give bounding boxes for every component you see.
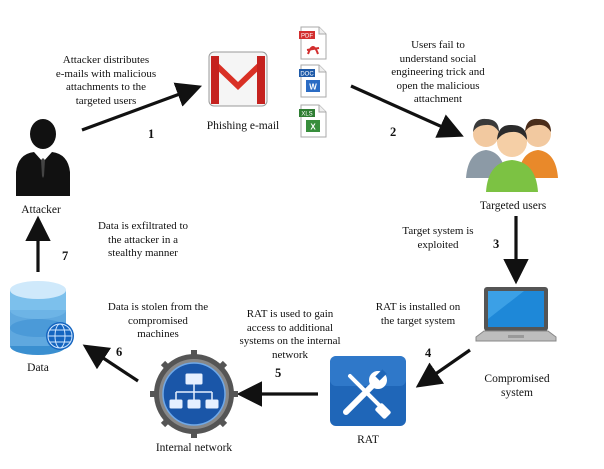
svg-text:W: W xyxy=(309,83,317,92)
step-5-number: 5 xyxy=(275,366,282,380)
svg-text:X: X xyxy=(310,123,316,132)
database-icon xyxy=(10,281,74,355)
step-6-number: 6 xyxy=(116,345,123,359)
email-icon xyxy=(208,51,268,107)
xls-file-icon: XLS X xyxy=(299,104,327,138)
pdf-file-icon: PDF xyxy=(299,26,327,60)
targeted-users-label: Targeted users xyxy=(479,200,547,212)
network-label: Internal network xyxy=(155,442,233,454)
attacker-label: Attacker xyxy=(21,204,61,216)
svg-text:PDF: PDF xyxy=(301,34,313,40)
doc-file-icon: DOC W xyxy=(299,64,327,98)
step-3-number: 3 xyxy=(493,237,500,251)
svg-text:XLS: XLS xyxy=(301,112,312,118)
arrow-4 xyxy=(415,348,471,388)
targeted-users-icon xyxy=(466,118,558,192)
arrow-1 xyxy=(81,82,203,132)
rat-label: RAT xyxy=(357,434,379,446)
network-gear-icon xyxy=(150,350,238,438)
arrow-2 xyxy=(350,84,464,138)
svg-text:DOC: DOC xyxy=(300,72,314,78)
laptop-icon xyxy=(475,287,557,342)
step-7-number: 7 xyxy=(62,249,69,263)
step-2-number: 2 xyxy=(390,125,397,139)
step-4-number: 4 xyxy=(425,346,432,360)
step-1-number: 1 xyxy=(148,127,155,141)
phishing-label: Phishing e-mail xyxy=(206,120,280,132)
data-label: Data xyxy=(27,362,49,374)
rat-tools-icon xyxy=(330,356,406,426)
attacker-icon xyxy=(16,119,70,196)
arrow-6 xyxy=(82,344,139,383)
